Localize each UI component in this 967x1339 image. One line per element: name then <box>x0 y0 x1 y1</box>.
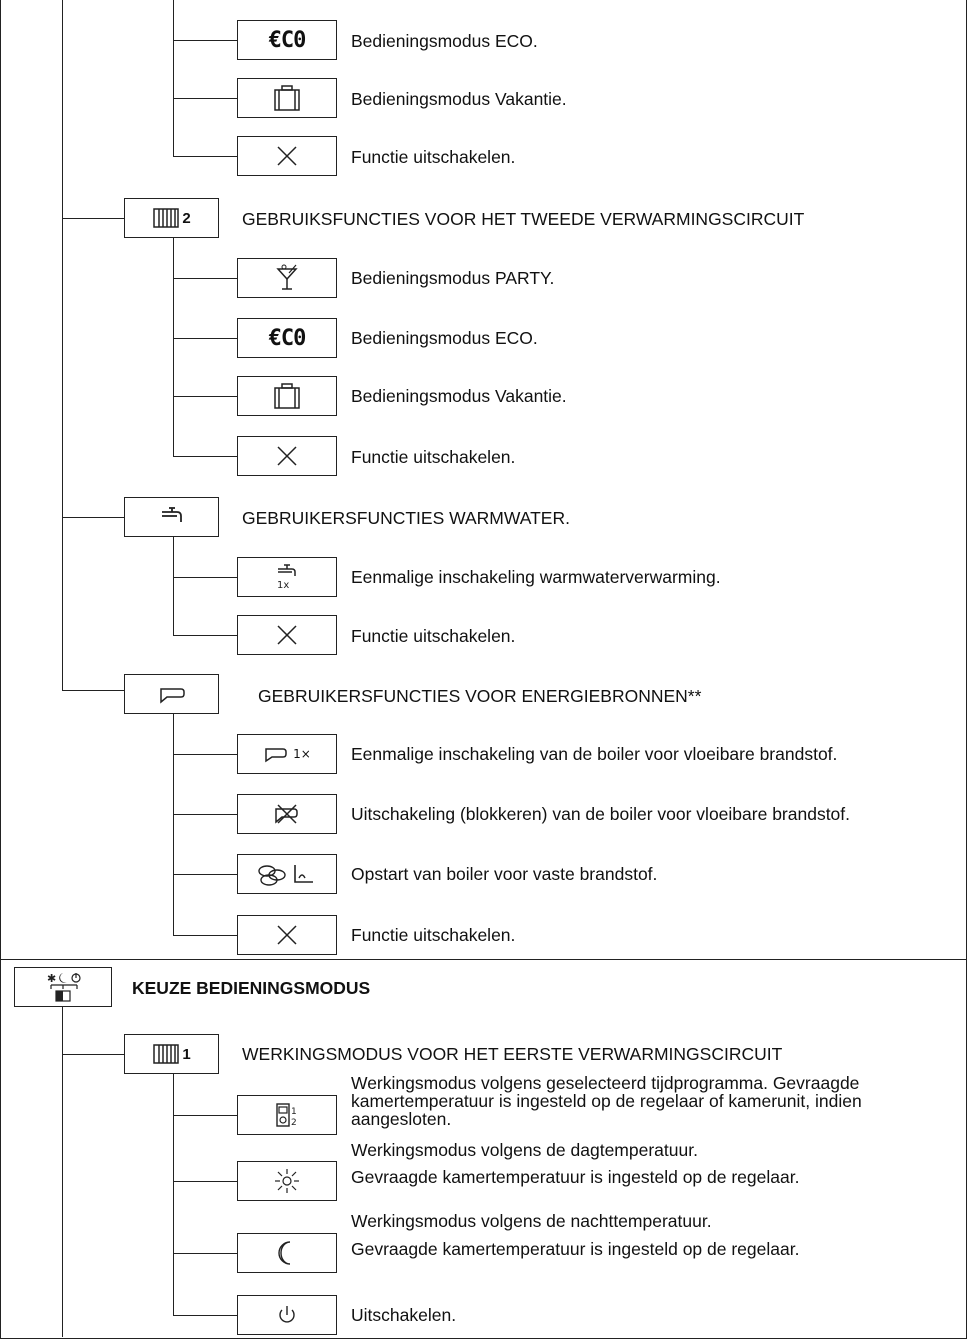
tree-branch <box>173 1315 237 1316</box>
tree-branch <box>173 814 237 815</box>
section-title: WERKINGSMODUS VOOR HET EERSTE VERWARMING… <box>242 1044 783 1064</box>
cocktail-icon[interactable] <box>237 258 337 298</box>
list-item-label: Bedieningsmodus ECO. <box>351 328 538 348</box>
power-icon[interactable] <box>237 1295 337 1335</box>
radiator-icon[interactable]: 1 <box>124 1034 219 1074</box>
list-item-label: Functie uitschakelen. <box>351 626 516 646</box>
svg-text:1: 1 <box>291 1107 297 1117</box>
tap-once-icon[interactable]: 1x <box>237 557 337 597</box>
tree-branch <box>173 338 237 339</box>
tree-branch <box>62 517 124 518</box>
tree-branch <box>173 1181 237 1182</box>
cross-icon[interactable] <box>237 915 337 955</box>
circuit-number-badge: 1 <box>182 1045 191 1063</box>
list-item-label: Opstart van boiler voor vaste brandstof. <box>351 864 658 884</box>
list-item-label: Bedieningsmodus ECO. <box>351 31 538 51</box>
tree-trunk-warm-water <box>173 537 174 635</box>
section-title: GEBRUIKERSFUNCTIES VOOR ENERGIEBRONNEN** <box>258 686 702 706</box>
list-item-label: Bedieningsmodus PARTY. <box>351 268 555 288</box>
tree-branch <box>62 690 124 691</box>
list-item-label: Functie uitschakelen. <box>351 925 516 945</box>
list-item-label: Werkingsmodus volgens de nachttemperatuu… <box>351 1211 712 1231</box>
tree-branch <box>173 874 237 875</box>
boiler-once-icon[interactable]: 1× <box>237 734 337 774</box>
list-item-label: Uitschakeling (blokkeren) van de boiler … <box>351 804 851 824</box>
tree-branch <box>173 635 237 636</box>
tree-trunk-circuit1 <box>173 0 174 156</box>
tree-branch <box>173 754 237 755</box>
list-item-label: Werkingsmodus volgens geselecteerd tijdp… <box>351 1073 862 1129</box>
tree-branch <box>173 98 237 99</box>
tree-branch <box>173 278 237 279</box>
list-item-label: Eenmalige inschakeling van de boiler voo… <box>351 744 838 764</box>
list-item-label: Functie uitschakelen. <box>351 447 516 467</box>
list-item-label: Bedieningsmodus Vakantie. <box>351 89 567 109</box>
tree-trunk-energy <box>173 714 174 935</box>
suitcase-icon[interactable] <box>237 78 337 118</box>
svg-text:1x: 1x <box>277 580 289 591</box>
list-item-label: Werkingsmodus volgens de dagtemperatuur. <box>351 1140 698 1160</box>
tap-icon[interactable] <box>124 497 219 537</box>
tree-trunk-lower <box>62 1007 63 1337</box>
tree-branch <box>173 1115 237 1116</box>
list-item-label: Gevraagde kamertemperatuur is ingesteld … <box>351 1167 800 1187</box>
boiler-icon[interactable] <box>124 674 219 714</box>
eco-icon[interactable]: €C0 <box>237 318 337 358</box>
circuit-number-badge: 2 <box>182 209 191 227</box>
tree-branch <box>173 156 237 157</box>
tree-branch <box>173 577 237 578</box>
tree-trunk-lower-circuit1 <box>173 1074 174 1315</box>
tree-branch <box>173 396 237 397</box>
tree-branch <box>62 218 124 219</box>
section-title: GEBRUIKSFUNCTIES VOOR HET TWEEDE VERWARM… <box>242 209 805 229</box>
tree-trunk-circuit2 <box>173 238 174 456</box>
tree-branch <box>173 935 237 936</box>
list-item-label: Bedieningsmodus Vakantie. <box>351 386 567 406</box>
svg-text:✱: ✱ <box>47 972 56 985</box>
list-item-label: Eenmalige inschakeling warmwaterverwarmi… <box>351 567 721 587</box>
suitcase-icon[interactable] <box>237 376 337 416</box>
mode-select-icon[interactable]: ✱ <box>14 967 112 1007</box>
svg-text:2: 2 <box>291 1118 297 1128</box>
boiler-blocked-icon[interactable] <box>237 794 337 834</box>
cross-icon[interactable] <box>237 136 337 176</box>
tree-branch <box>173 456 237 457</box>
solid-fuel-boiler-icon[interactable] <box>237 854 337 894</box>
section-title: KEUZE BEDIENINGSMODUS <box>132 978 371 998</box>
list-item-label: Uitschakelen. <box>351 1305 457 1325</box>
tree-trunk-level1 <box>62 0 63 690</box>
tree-branch <box>173 40 237 41</box>
sun-icon[interactable] <box>237 1161 337 1201</box>
tree-branch <box>62 1054 124 1055</box>
list-item-label: Gevraagde kamertemperatuur is ingesteld … <box>351 1239 800 1259</box>
radiator-icon[interactable]: 2 <box>124 198 219 238</box>
moon-icon[interactable] <box>237 1233 337 1273</box>
eco-icon[interactable]: €C0 <box>237 20 337 60</box>
cross-icon[interactable] <box>237 615 337 655</box>
section-title: GEBRUIKERSFUNCTIES WARMWATER. <box>242 508 570 528</box>
list-item-label: Functie uitschakelen. <box>351 147 516 167</box>
tree-branch <box>173 1253 237 1254</box>
cross-icon[interactable] <box>237 436 337 476</box>
